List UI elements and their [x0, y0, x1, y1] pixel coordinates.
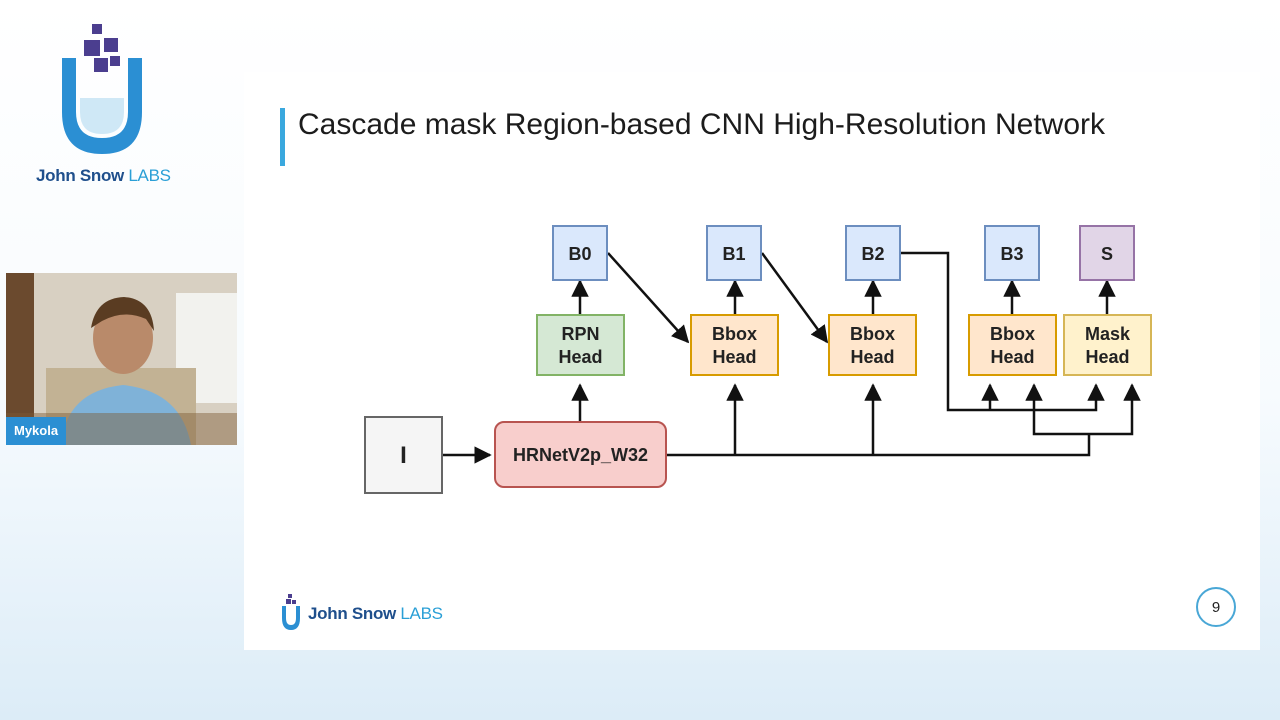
footer-brand-labs: LABS — [400, 604, 443, 623]
architecture-diagram: I HRNetV2p_W32 RPN Head Bbox Head Bbox H… — [364, 225, 1152, 494]
brand-labs: LABS — [128, 166, 171, 185]
left-panel: John Snow LABS Mykola — [0, 0, 245, 720]
head-rpn-line1: RPN — [561, 324, 599, 344]
output-b3: B3 — [984, 225, 1040, 281]
head-bbox-2-line1: Bbox — [850, 324, 895, 344]
output-b2: B2 — [845, 225, 901, 281]
slide-title: Cascade mask Region-based CNN High-Resol… — [298, 108, 1106, 141]
output-s-label: S — [1101, 244, 1113, 264]
footer-brand-wordmark: John Snow LABS — [308, 604, 443, 624]
head-bbox-3-line1: Bbox — [990, 324, 1035, 344]
footer-brand-name: John Snow — [308, 604, 396, 623]
webcam-video — [6, 273, 237, 445]
brand-wordmark: John Snow LABS — [36, 166, 171, 186]
head-bbox-2: Bbox Head — [828, 314, 917, 376]
output-b2-label: B2 — [861, 244, 884, 264]
john-snow-labs-logo — [62, 24, 142, 154]
head-mask-line2: Head — [1085, 347, 1129, 367]
webcam-feed[interactable]: Mykola — [6, 273, 237, 445]
footer-logo-icon — [282, 594, 300, 630]
output-b0: B0 — [552, 225, 608, 281]
output-b1-label: B1 — [722, 244, 745, 264]
brand-name: John Snow — [36, 166, 124, 185]
backbone-node: HRNetV2p_W32 — [494, 421, 667, 488]
head-mask-line1: Mask — [1085, 324, 1131, 344]
head-bbox-3: Bbox Head — [968, 314, 1057, 376]
head-bbox-1-line1: Bbox — [712, 324, 757, 344]
backbone-label: HRNetV2p_W32 — [513, 445, 648, 465]
output-b0-label: B0 — [568, 244, 591, 264]
page-number-badge: 9 — [1196, 587, 1236, 627]
output-b3-label: B3 — [1000, 244, 1023, 264]
head-mask: Mask Head — [1063, 314, 1152, 376]
input-label: I — [400, 442, 407, 469]
head-bbox-2-line2: Head — [850, 347, 894, 367]
output-b1: B1 — [706, 225, 762, 281]
title-accent-bar — [280, 108, 285, 166]
slide: Cascade mask Region-based CNN High-Resol… — [244, 72, 1260, 650]
head-bbox-1-line2: Head — [712, 347, 756, 367]
input-node: I — [364, 416, 443, 494]
head-bbox-3-line2: Head — [990, 347, 1034, 367]
head-rpn: RPN Head — [536, 314, 625, 376]
head-rpn-line2: Head — [558, 347, 602, 367]
participant-name-tag: Mykola — [6, 417, 67, 445]
output-s: S — [1079, 225, 1135, 281]
head-bbox-1: Bbox Head — [690, 314, 779, 376]
